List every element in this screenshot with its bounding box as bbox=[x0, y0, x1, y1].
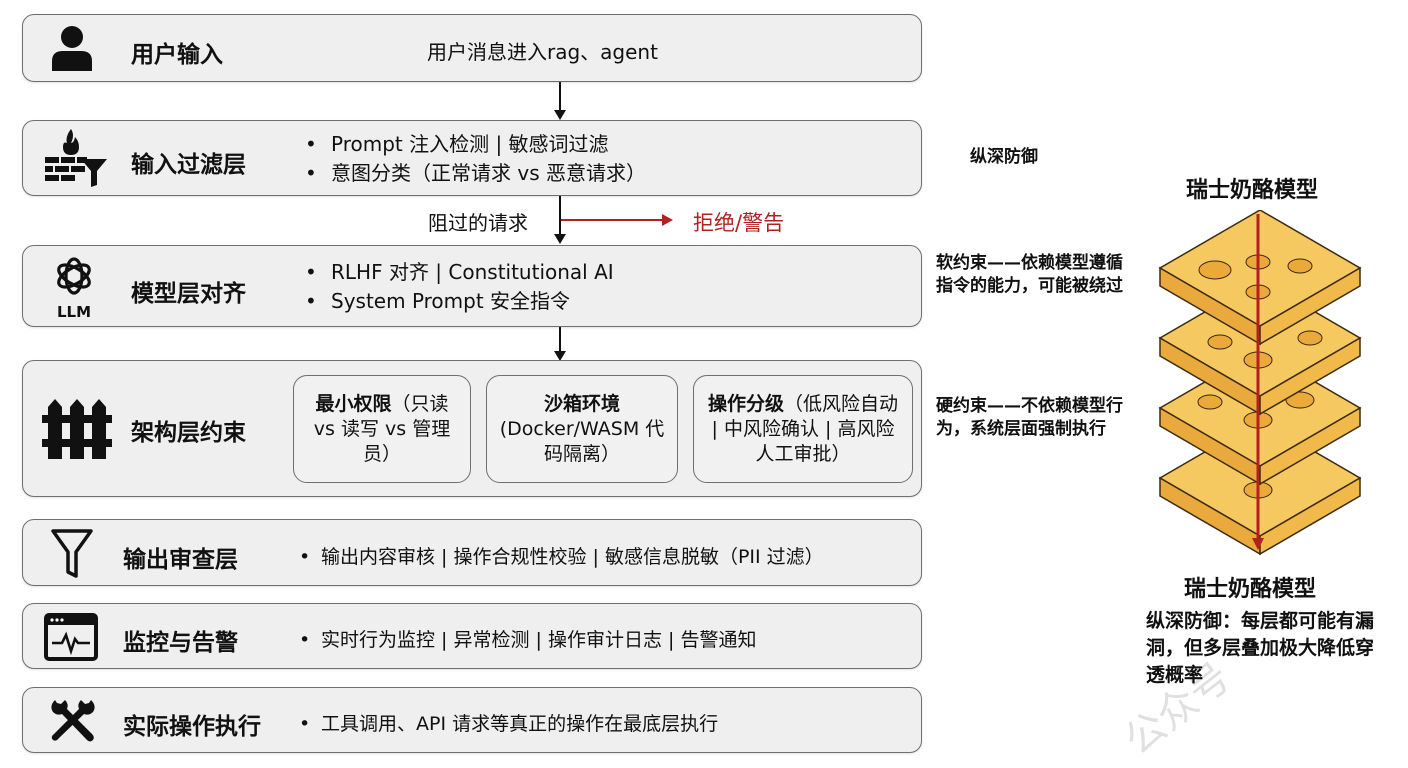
layer-description: 实时行为监控 | 异常检测 | 操作审计日志 | 告警通知 bbox=[299, 625, 756, 652]
llm-label: LLM bbox=[57, 303, 92, 321]
flow-arrow bbox=[554, 327, 566, 361]
layer-title: 输入过滤层 bbox=[131, 152, 246, 178]
user-icon bbox=[49, 25, 95, 71]
layer-monitoring: 监控与告警 实时行为监控 | 异常检测 | 操作审计日志 | 告警通知 bbox=[22, 603, 922, 669]
sub-box-least-privilege: 最小权限（只读 vs 读写 vs 管理员） bbox=[293, 375, 471, 483]
sub-box-text: （只读 vs 读写 vs 管理员） bbox=[313, 392, 451, 465]
sub-box-text: (Docker/WASM 代码隔离） bbox=[499, 417, 665, 465]
sub-box-title: 操作分级 bbox=[707, 392, 784, 415]
reject-label: 拒绝/警告 bbox=[693, 211, 785, 235]
note-hard-constraint: 硬约束——不依赖模型行为，系统层面强制执行 bbox=[936, 395, 1126, 441]
note-text: 硬约束——不依赖模型行为，系统层面强制执行 bbox=[936, 396, 1123, 439]
sub-box-text: （低风险自动 | 中风险确认 | 高风险人工审批） bbox=[711, 392, 899, 465]
layer-title: 架构层约束 bbox=[131, 420, 246, 446]
flow-arrow bbox=[554, 196, 566, 244]
cheese-title-bottom: 瑞士奶酪模型 bbox=[1184, 577, 1317, 602]
layer-input-filter: 输入过滤层 Prompt 注入检测 | 敏感词过滤 意图分类（正常请求 vs 恶… bbox=[22, 120, 922, 196]
flow-arrow bbox=[554, 82, 566, 120]
layer-execution: 实际操作执行 工具调用、API 请求等真正的操作在最底层执行 bbox=[22, 687, 922, 753]
note-text: 软约束——依赖模型遵循指令的能力，可能被绕过 bbox=[936, 253, 1123, 296]
sub-box-sandbox: 沙箱环境(Docker/WASM 代码隔离） bbox=[486, 375, 678, 483]
cheese-description: 纵深防御：每层都可能有漏洞，但多层叠加极大降低穿透概率 bbox=[1146, 610, 1375, 686]
sub-box-title: 最小权限 bbox=[315, 392, 392, 415]
layer-description: 工具调用、API 请求等真正的操作在最底层执行 bbox=[299, 709, 718, 736]
layer-title: 输出审查层 bbox=[123, 547, 238, 573]
layer-user-input: 用户输入 用户消息进入rag、agent bbox=[22, 14, 922, 82]
note-defense-in-depth: 纵深防御 bbox=[970, 147, 1038, 167]
layer-architecture: 架构层约束 最小权限（只读 vs 读写 vs 管理员） 沙箱环境(Docker/… bbox=[22, 360, 922, 497]
reject-arrow bbox=[561, 214, 673, 226]
sub-box-operation-grading: 操作分级（低风险自动 | 中风险确认 | 高风险人工审批） bbox=[693, 375, 913, 483]
layer-model-alignment: LLM 模型层对齐 RLHF 对齐 | Constitutional AI Sy… bbox=[22, 245, 922, 327]
note-soft-constraint: 软约束——依赖模型遵循指令的能力，可能被绕过 bbox=[936, 252, 1126, 298]
cheese-title-top: 瑞士奶酪模型 bbox=[1186, 178, 1319, 203]
layer-description: 用户消息进入rag、agent bbox=[427, 40, 658, 64]
layer-title: 监控与告警 bbox=[123, 630, 238, 656]
layer-output-review: 输出审查层 输出内容审核 | 操作合规性校验 | 敏感信息脱敏（PII 过滤） bbox=[22, 519, 922, 586]
bullet-item: RLHF 对齐 | Constitutional AI bbox=[305, 258, 614, 287]
llm-icon bbox=[51, 252, 97, 300]
layer-title: 实际操作执行 bbox=[123, 714, 261, 740]
sub-box-title: 沙箱环境 bbox=[543, 392, 620, 415]
fence-icon bbox=[41, 395, 113, 463]
layer-title: 用户输入 bbox=[131, 42, 223, 68]
layer-bullets: RLHF 对齐 | Constitutional AI System Promp… bbox=[305, 258, 614, 316]
layer-title: 模型层对齐 bbox=[131, 281, 246, 307]
firewall-filter-icon bbox=[41, 127, 111, 189]
monitor-pulse-icon bbox=[43, 612, 99, 662]
pass-label: 阻过的请求 bbox=[428, 211, 528, 235]
funnel-icon bbox=[47, 526, 97, 582]
bullet-item: 意图分类（正常请求 vs 恶意请求） bbox=[305, 159, 646, 188]
swiss-cheese-illustration bbox=[1150, 209, 1370, 560]
layer-description: 输出内容审核 | 操作合规性校验 | 敏感信息脱敏（PII 过滤） bbox=[299, 542, 824, 569]
tools-icon bbox=[45, 694, 99, 748]
bullet-item: System Prompt 安全指令 bbox=[305, 287, 614, 316]
layer-bullets: Prompt 注入检测 | 敏感词过滤 意图分类（正常请求 vs 恶意请求） bbox=[305, 130, 646, 188]
bullet-item: Prompt 注入检测 | 敏感词过滤 bbox=[305, 130, 646, 159]
